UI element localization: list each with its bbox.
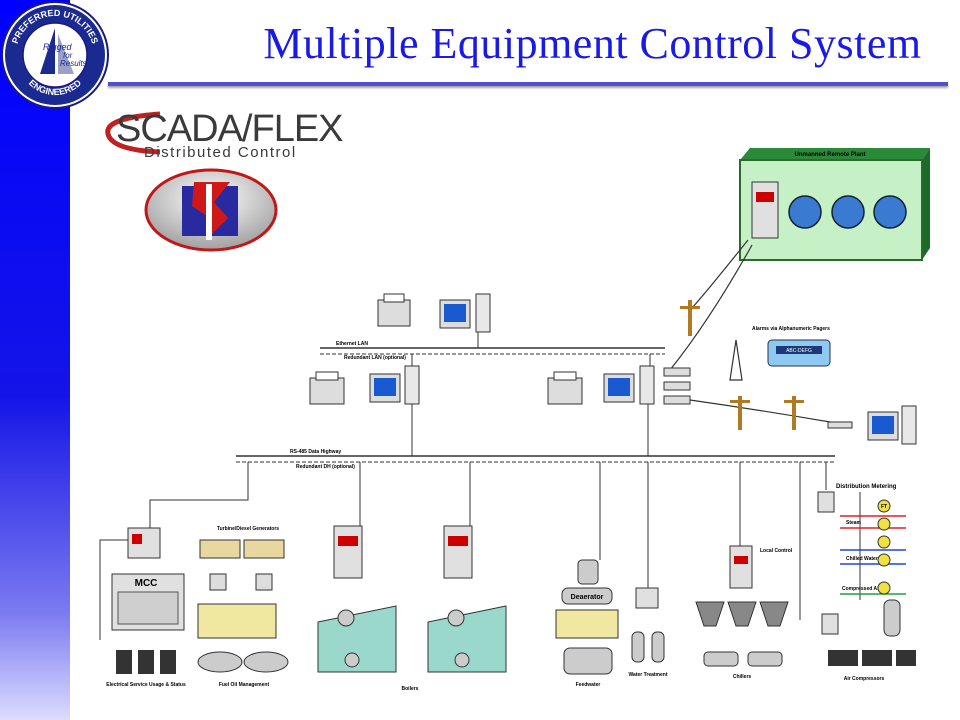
scada-flex-logo: SCADA/FLEX Distributed Control (100, 108, 344, 161)
metering-label: Distribution Metering (836, 484, 897, 490)
deaerator-label: Deaerator (571, 594, 604, 601)
steam-label: Steam (846, 520, 862, 526)
company-emblem (144, 168, 278, 252)
scada-name: SCADA/FLEX (116, 108, 344, 150)
scada-swoosh (105, 111, 161, 155)
sidebar-gradient (0, 0, 70, 720)
chilled-water-label: Chilled Water (846, 556, 878, 562)
pager-text: ABC-DEFG (786, 348, 812, 354)
right-workstation (547, 365, 691, 405)
fuel-oil-label: Fuel Oil Management (219, 682, 270, 688)
control-system-diagram: Unmanned Remote Plant Alarms via Alphanu… (99, 148, 930, 692)
local-control-label: Local Control (760, 548, 793, 554)
air-compressor-section: Air Compressors (821, 599, 916, 682)
boiler-section: Boilers (317, 525, 507, 692)
remote-plant: Unmanned Remote Plant (739, 148, 930, 261)
seal-center-2: for (63, 51, 73, 60)
metering-section: Distribution Metering Steam Chilled Wate… (817, 484, 906, 600)
ethernet-lan-label: Ethernet LAN (336, 341, 368, 347)
redundant-lan-label: Redundant LAN (optional) (344, 355, 406, 361)
mcc-section: MCC Electrical Service Usage & Status (99, 527, 186, 688)
compressed-air-label: Compressed Air (842, 586, 880, 592)
chiller-section: Local Control Chillers (695, 545, 793, 680)
generators-label: Turbine/Diesel Generators (217, 526, 279, 532)
air-compressors-label: Air Compressors (844, 676, 885, 682)
top-workstation (377, 293, 491, 333)
alarms-label: Alarms via Alphanumeric Pagers (752, 326, 830, 332)
redundant-highway-label: Redundant DH (optional) (296, 464, 355, 470)
electrical-label: Electrical Service Usage & Status (106, 682, 186, 688)
generator-section: Turbine/Diesel Generators Fuel Oil Manag… (197, 526, 289, 688)
deaerator-section: Deaerator Feedwater (555, 559, 619, 688)
water-treatment-section: Water Treatment (629, 587, 668, 678)
title-divider (108, 82, 948, 86)
seal-center-3: Results (60, 59, 87, 68)
data-highway-label: RS-485 Data Highway (290, 449, 341, 455)
water-treatment-label: Water Treatment (629, 672, 668, 678)
preferred-utilities-seal: PREFERRED UTILITIES ENGINEERED Rigged fo… (1, 1, 109, 109)
pager-alarm: Alarms via Alphanumeric Pagers ABC-DEFG (729, 326, 831, 381)
left-workstation (309, 365, 420, 405)
boilers-label: Boilers (402, 686, 419, 692)
page-title: Multiple Equipment Control System (263, 19, 922, 68)
feedwater-label: Feedwater (576, 682, 601, 688)
ft-label: FT (881, 504, 887, 510)
remote-plant-label: Unmanned Remote Plant (794, 152, 865, 158)
chillers-label: Chillers (733, 674, 752, 680)
mcc-label: MCC (135, 578, 158, 589)
scada-tagline: Distributed Control (144, 144, 297, 161)
seal-center-1: Rigged (43, 42, 73, 52)
